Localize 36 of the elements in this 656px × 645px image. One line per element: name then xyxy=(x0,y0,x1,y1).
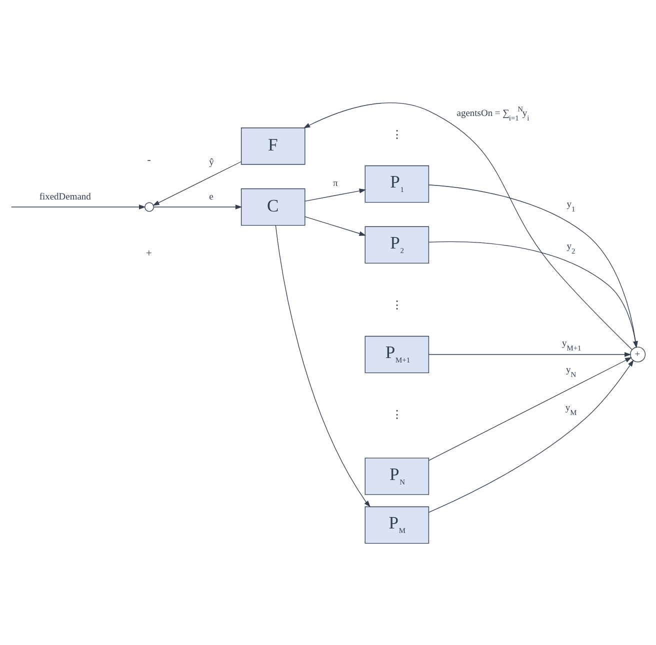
edge-label: π xyxy=(332,178,338,188)
label: ⋮ xyxy=(392,408,403,420)
arrow xyxy=(152,160,242,206)
arrow xyxy=(428,184,638,348)
label: ⋮ xyxy=(392,128,403,140)
edge-label: y$_{N}$ xyxy=(566,365,576,379)
edge-label: agentsOn = ∑$_{i=1}$$^{N}$y$_{i}$ xyxy=(456,104,530,122)
arrow xyxy=(428,352,632,356)
node-box: F xyxy=(240,127,306,164)
arrow xyxy=(428,356,632,460)
arrow xyxy=(153,204,242,209)
edge-label: y$_{M+1}$ xyxy=(562,338,582,352)
node-box: C xyxy=(240,188,306,226)
node-box: P$_{N}$ xyxy=(364,457,430,494)
edge-label: fixedDemand xyxy=(39,192,91,202)
edge-label: y$_{1}$ xyxy=(566,199,576,213)
label: ⋮ xyxy=(392,298,403,311)
arrow xyxy=(304,216,366,236)
arrow xyxy=(304,188,366,201)
label: + xyxy=(146,246,152,259)
arrow xyxy=(303,102,632,350)
node-circle xyxy=(144,202,154,212)
node-circle: + xyxy=(630,346,646,362)
node-box: P$_{M+1}$ xyxy=(364,335,430,373)
arrow xyxy=(428,240,638,348)
arrow xyxy=(275,224,371,507)
edge-label: e xyxy=(209,192,214,202)
node-box: P$_{1}$ xyxy=(364,164,430,202)
node-box: P$_{2}$ xyxy=(364,226,430,264)
label: - xyxy=(147,153,151,166)
node-box: P$_{M}$ xyxy=(364,506,430,544)
arrow xyxy=(11,204,146,209)
edge-label: y$_{2}$ xyxy=(566,241,576,255)
edge-label: ŷ xyxy=(209,157,214,168)
arrow xyxy=(428,359,634,512)
edge-label: y$_{M}$ xyxy=(565,402,577,416)
